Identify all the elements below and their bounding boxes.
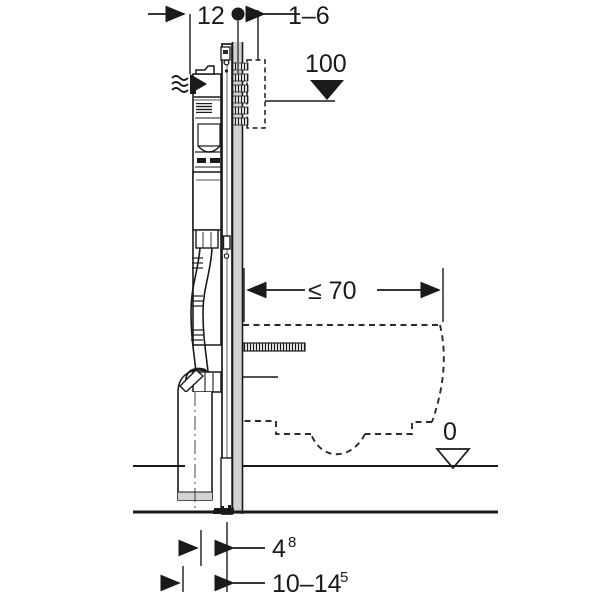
- dimension-10-14-5-label: 10–14: [272, 570, 342, 598]
- dimension-4-8-superscript: 8: [288, 534, 296, 551]
- frame-reference-marker: [231, 7, 245, 74]
- dimension-1-6-label: 1–6: [288, 2, 330, 30]
- concealed-cistern: [190, 65, 222, 346]
- wall-hung-wc-outline: [243, 324, 445, 456]
- waste-water-bend: [177, 367, 222, 512]
- height-marker-triangle: [310, 80, 344, 100]
- dimension-4-8-label: 4: [272, 535, 286, 563]
- dimension-1-6: 1–6: [245, 2, 330, 60]
- dimension-projection-label: ≤ 70: [308, 277, 356, 305]
- dimension-100: 100: [265, 50, 347, 102]
- dimension-0-label: 0: [443, 418, 457, 446]
- dimension-projection: ≤ 70: [243, 268, 444, 322]
- datum-triangle: [435, 448, 471, 470]
- dimension-12: 12: [148, 2, 225, 74]
- dimension-4-8: 4 8: [178, 522, 296, 592]
- actuator-plate-opening: [232, 59, 266, 129]
- floor-datum-marker: 0: [435, 418, 471, 470]
- dimension-10-14-5: 10–14 5: [160, 566, 348, 598]
- installation-frame: [213, 43, 234, 515]
- dimension-12-label: 12: [197, 2, 225, 30]
- dimension-100-label: 100: [305, 50, 347, 78]
- flush-pipe: [190, 247, 213, 373]
- dimension-10-14-5-superscript: 5: [340, 569, 348, 586]
- wc-mounting-bolt: [242, 342, 306, 352]
- water-supply-inlet: [171, 74, 207, 94]
